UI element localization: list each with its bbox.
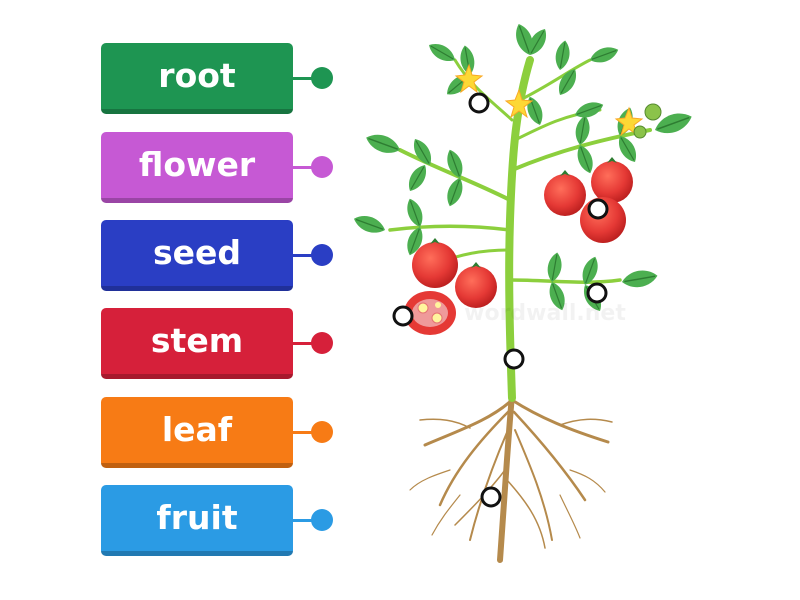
label-fruit-connector [293,519,323,522]
drop-target-6[interactable] [480,486,502,508]
label-seed-connector [293,254,323,257]
label-row-fruit: fruit [101,485,336,556]
label-seed-button[interactable]: seed [101,220,293,291]
label-fruit-handle[interactable] [311,509,333,531]
label-row-leaf: leaf [101,397,336,468]
label-fruit-text: fruit [156,497,238,537]
drop-targets [392,92,609,508]
label-flower-connector [293,166,323,169]
drop-target-5[interactable] [503,348,525,370]
label-flower-button[interactable]: flower [101,132,293,203]
drop-target-1[interactable] [468,92,490,114]
label-root-button[interactable]: root [101,43,293,114]
label-seed-handle[interactable] [311,244,333,266]
label-root-text: root [158,55,236,95]
roots [409,392,613,563]
label-seed-text: seed [152,232,242,272]
flowers [454,63,662,139]
drop-target-2[interactable] [587,198,609,220]
label-stem-text: stem [150,320,244,360]
label-leaf-handle[interactable] [311,421,333,443]
label-root-connector [293,77,323,80]
label-stem-handle[interactable] [311,332,333,354]
label-leaf-text: leaf [161,409,233,449]
drop-target-4[interactable] [392,305,414,327]
label-flower-text: flower [138,144,256,184]
label-leaf-connector [293,431,323,434]
label-stem-button[interactable]: stem [101,308,293,379]
drop-target-3[interactable] [586,282,608,304]
label-flower-handle[interactable] [311,156,333,178]
label-row-stem: stem [101,308,336,379]
watermark: wordwall.net [464,301,626,326]
label-row-seed: seed [101,220,336,291]
label-root-handle[interactable] [311,67,333,89]
leaves [350,20,696,315]
label-leaf-button[interactable]: leaf [101,397,293,468]
label-fruit-button[interactable]: fruit [101,485,293,556]
label-stem-connector [293,342,323,345]
label-row-root: root [101,43,336,114]
label-row-flower: flower [101,132,336,203]
